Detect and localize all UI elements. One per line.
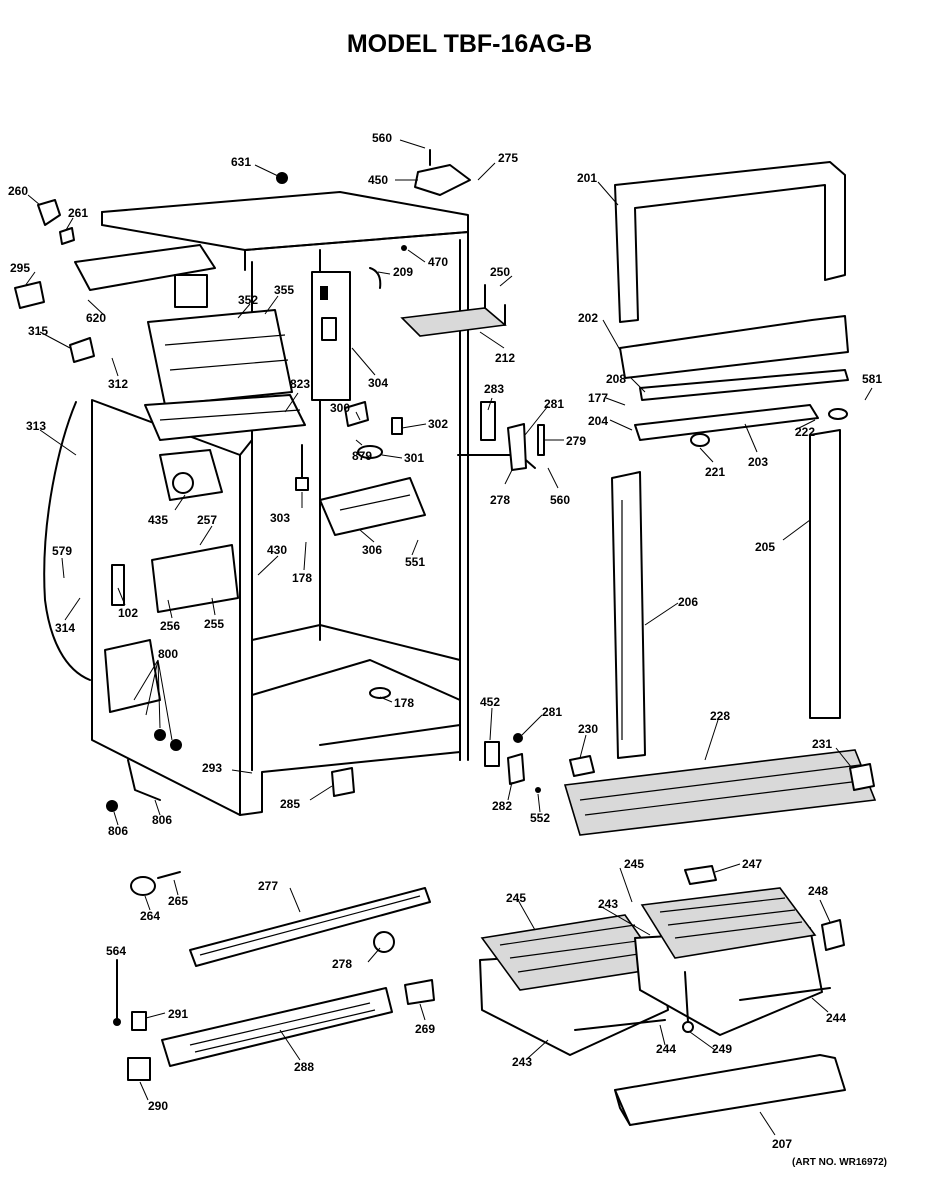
part-label: 221 bbox=[705, 465, 725, 479]
fresh-food-door bbox=[535, 161, 877, 836]
part-label: 301 bbox=[404, 451, 424, 465]
part-label: 806 bbox=[152, 813, 172, 827]
part-label: 204 bbox=[588, 414, 608, 428]
part-label: 304 bbox=[368, 376, 388, 390]
part-label: 260 bbox=[8, 184, 28, 198]
part-label: 228 bbox=[710, 709, 730, 723]
part-label: 352 bbox=[238, 293, 258, 307]
part-label: 879 bbox=[352, 449, 372, 463]
part-label: 631 bbox=[231, 155, 251, 169]
part-label: 281 bbox=[542, 705, 562, 719]
part-label: 256 bbox=[160, 619, 180, 633]
top-hinge bbox=[14, 149, 471, 363]
part-label: 313 bbox=[26, 419, 46, 433]
interior-parts bbox=[295, 284, 545, 797]
part-label: 244 bbox=[826, 1011, 846, 1025]
part-label: 450 bbox=[368, 173, 388, 187]
part-label: 257 bbox=[197, 513, 217, 527]
part-label: 202 bbox=[578, 311, 598, 325]
part-label: 551 bbox=[405, 555, 425, 569]
part-label: 209 bbox=[393, 265, 413, 279]
part-label: 800 bbox=[158, 647, 178, 661]
part-label: 247 bbox=[742, 857, 762, 871]
part-label: 203 bbox=[748, 455, 768, 469]
part-label: 205 bbox=[755, 540, 775, 554]
part-label: 102 bbox=[118, 606, 138, 620]
part-label: 291 bbox=[168, 1007, 188, 1021]
part-label: 279 bbox=[566, 434, 586, 448]
part-label: 285 bbox=[280, 797, 300, 811]
part-label: 212 bbox=[495, 351, 515, 365]
part-label: 265 bbox=[168, 894, 188, 908]
part-label: 178 bbox=[292, 571, 312, 585]
part-label: 178 bbox=[394, 696, 414, 710]
part-label: 300 bbox=[330, 401, 350, 415]
part-label: 248 bbox=[808, 884, 828, 898]
part-label: 201 bbox=[577, 171, 597, 185]
part-label: 823 bbox=[290, 377, 310, 391]
part-label: 283 bbox=[484, 382, 504, 396]
part-label: 249 bbox=[712, 1042, 732, 1056]
part-label: 302 bbox=[428, 417, 448, 431]
part-label: 281 bbox=[544, 397, 564, 411]
part-label: 230 bbox=[578, 722, 598, 736]
part-label: 208 bbox=[606, 372, 626, 386]
part-label: 269 bbox=[415, 1022, 435, 1036]
part-label: 315 bbox=[28, 324, 48, 338]
part-label: 295 bbox=[10, 261, 30, 275]
part-label: 470 bbox=[428, 255, 448, 269]
part-label: 278 bbox=[490, 493, 510, 507]
part-label: 290 bbox=[148, 1099, 168, 1113]
part-label: 206 bbox=[678, 595, 698, 609]
part-label: 312 bbox=[108, 377, 128, 391]
part-label: 207 bbox=[772, 1137, 792, 1151]
part-label: 255 bbox=[204, 617, 224, 631]
part-label: 806 bbox=[108, 824, 128, 838]
part-label: 278 bbox=[332, 957, 352, 971]
part-label: 222 bbox=[795, 425, 815, 439]
part-label: 620 bbox=[86, 311, 106, 325]
part-label: 264 bbox=[140, 909, 160, 923]
part-label: 303 bbox=[270, 511, 290, 525]
part-label: 177 bbox=[588, 391, 608, 405]
part-label: 560 bbox=[550, 493, 570, 507]
part-label: 293 bbox=[202, 761, 222, 775]
part-label: 282 bbox=[492, 799, 512, 813]
part-label: 306 bbox=[362, 543, 382, 557]
page-title: MODEL TBF-16AG-B bbox=[346, 30, 593, 58]
part-label: 288 bbox=[294, 1060, 314, 1074]
part-label: 261 bbox=[68, 206, 88, 220]
part-label: 314 bbox=[55, 621, 75, 635]
part-label: 581 bbox=[862, 372, 882, 386]
leader-lines bbox=[24, 139, 873, 1136]
part-label: 277 bbox=[258, 879, 278, 893]
part-label: 579 bbox=[52, 544, 72, 558]
part-label: 564 bbox=[106, 944, 126, 958]
part-label: 245 bbox=[506, 891, 526, 905]
part-label: 231 bbox=[812, 737, 832, 751]
part-label: 250 bbox=[490, 265, 510, 279]
part-label: 355 bbox=[274, 283, 294, 297]
part-label: 275 bbox=[498, 151, 518, 165]
evaporator-assembly bbox=[43, 244, 351, 812]
part-label: 244 bbox=[656, 1042, 676, 1056]
part-label: 245 bbox=[624, 857, 644, 871]
part-label: 430 bbox=[267, 543, 287, 557]
part-label: 552 bbox=[530, 811, 550, 825]
lower-parts bbox=[113, 865, 846, 1126]
part-label: 560 bbox=[372, 131, 392, 145]
art-number: (ART NO. WR16972) bbox=[791, 1157, 887, 1168]
part-label: 435 bbox=[148, 513, 168, 527]
part-label: 243 bbox=[512, 1055, 532, 1069]
part-label: 452 bbox=[480, 695, 500, 709]
part-number-labels: 560 275 450 631 201 260 261 470 209 250 … bbox=[8, 131, 882, 1151]
part-label: 243 bbox=[598, 897, 618, 911]
